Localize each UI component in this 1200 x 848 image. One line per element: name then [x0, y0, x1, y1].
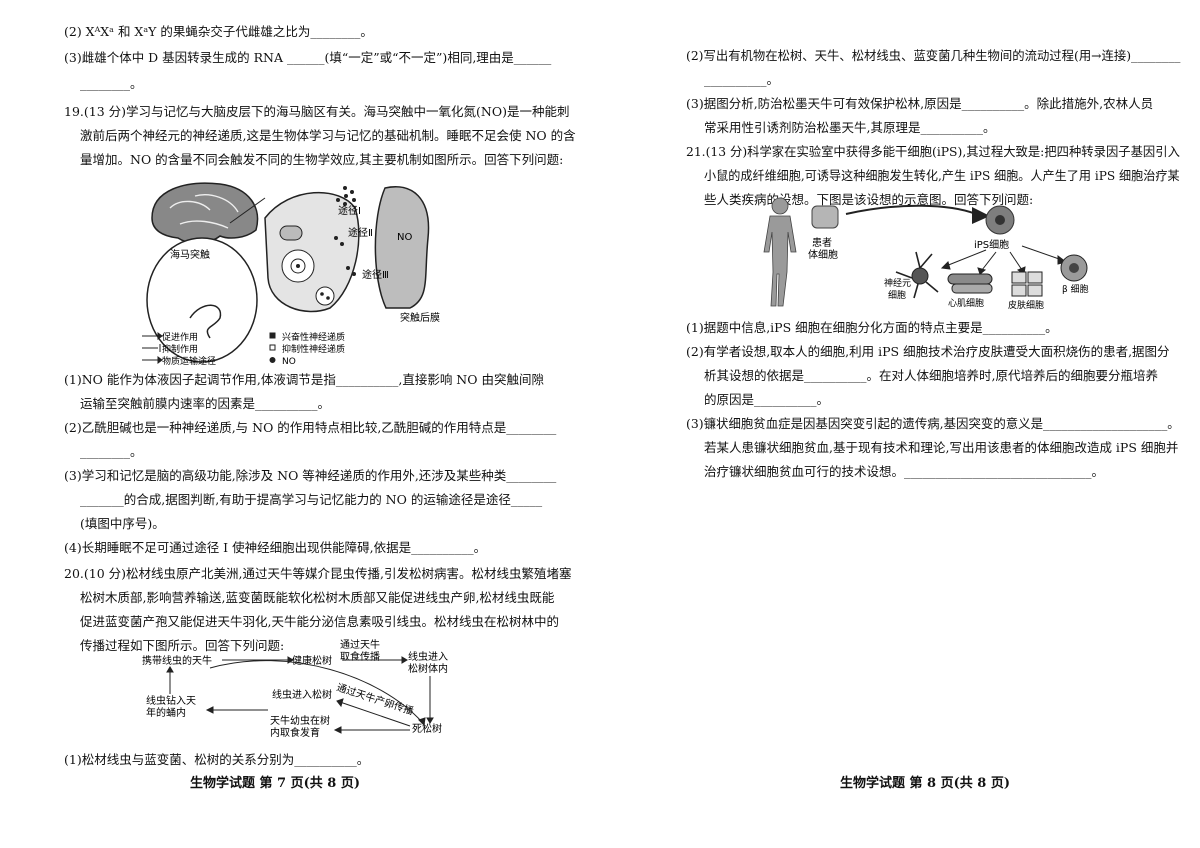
node-enter-b: 松树体内	[408, 662, 448, 675]
path3-label: 途径Ⅲ	[362, 268, 389, 281]
q21-stem: 21.(13 分)科学家在实验室中获得多能干细胞(iPS),其过程大致是:把四种…	[686, 144, 1180, 159]
footer-page7: 生物学试题 第 7 页(共 8 页)	[190, 776, 361, 791]
footer-page8: 生物学试题 第 8 页(共 8 页)	[840, 776, 1011, 791]
node-enter-pine: 线虫进入松树	[272, 688, 332, 701]
legend-inhibit: 抑制作用	[162, 343, 198, 355]
node-feeding-b: 取食传播	[340, 650, 380, 663]
cardiac-label: 心肌细胞	[948, 297, 984, 309]
q19-4: (4)长期睡眠不足可通过途径 I 使神经细胞出现供能障碍,依据是________…	[64, 540, 487, 555]
node-oviposition: 通过天牛产卵传播	[335, 680, 415, 717]
patient-cell-icon	[811, 205, 839, 229]
node-dead-pine: 死松树	[412, 722, 442, 735]
q21-2-cont: 析其设想的依据是__________。在对人体细胞培养时,原代培养后的细胞要分瓶…	[704, 368, 1158, 383]
q19-1-cont: 运输至突触前膜内速率的因素是__________。	[80, 396, 331, 411]
skin-label: 皮肤细胞	[1008, 299, 1044, 311]
legend-excitatory: 兴奋性神经递质	[282, 331, 345, 343]
q18-3: (3)雌雄个体中 D 基因转录生成的 RNA ______(填“一定”或“不一定…	[64, 50, 552, 65]
patient-label-b: 体细胞	[808, 248, 838, 261]
node-larva-a: 天牛幼虫在树	[270, 714, 330, 727]
node-pupa-b: 年的蛹内	[146, 706, 186, 719]
left-page: (2) XᴬXᵃ 和 XᵃY 的果蝇杂交子代雌雄之比为________。 (3)…	[64, 24, 576, 791]
q20-stem: 20.(10 分)松材线虫原产北美洲,通过天牛等媒介昆虫传播,引发松树病害。松材…	[64, 566, 572, 581]
node-enter-a: 线虫进入	[408, 650, 448, 663]
postsynaptic-membrane	[374, 186, 430, 309]
hippocampus-zoom-circle	[146, 237, 258, 363]
q20-stem-4: 传播过程如下图所示。回答下列问题:	[80, 638, 285, 653]
legend-promote: 促进作用	[162, 331, 198, 343]
differentiation-arrows	[940, 245, 1068, 275]
q20-stem-2: 松树木质部,影响营养输送,蓝变菌既能软化松树木质部又能促进线虫产卵,松材线虫既能	[80, 590, 555, 605]
q21-1: (1)据题中信息,iPS 细胞在细胞分化方面的特点主要是__________。	[686, 320, 1058, 335]
q20-2-cont: __________。	[704, 72, 780, 87]
q18-3-cont: ________。	[80, 76, 143, 91]
q18-2: (2) XᴬXᵃ 和 XᵃY 的果蝇杂交子代雌雄之比为________。	[64, 24, 373, 39]
q19-stem: 19.(13 分)学习与记忆与大脑皮层下的海马脑区有关。海马突触中一氧化氮(NO…	[64, 104, 570, 119]
q19-3: (3)学习和记忆是脑的高级功能,除涉及 NO 等神经递质的作用外,还涉及某些种类…	[64, 468, 557, 483]
path1-label: 途径Ⅰ	[338, 204, 361, 217]
q21-2: (2)有学者设想,取本人的细胞,利用 iPS 细胞技术治疗皮肤遭受大面积烧伤的患…	[686, 344, 1170, 359]
neuron-label-b: 细胞	[888, 289, 906, 301]
q21-3-cont2: 治疗镰状细胞贫血可行的技术设想。________________________…	[704, 464, 1105, 479]
fig19-synapse-diagram: 海马突触 途径Ⅰ 途径Ⅱ 途径Ⅲ NO 突触后膜 促进作用 抑制作用 物质运输途…	[142, 182, 440, 367]
brain-sketch	[151, 182, 259, 244]
q19-stem-3: 量增加。NO 的含量不同会触发不同的生物学效应,其主要机制如图所示。回答下列问题…	[80, 152, 564, 167]
fig21-ips-diagram: 患者 体细胞 iPS细胞 神经元 细胞 心肌细胞 皮肤细胞 β	[763, 197, 1089, 311]
node-beetle-carrier: 携带线虫的天牛	[142, 654, 212, 667]
node-pupa-a: 线虫钻入天	[146, 694, 196, 707]
q20-3-cont: 常采用性引诱剂防治松墨天牛,其原理是__________。	[704, 120, 996, 135]
q20-stem-3: 促进蓝变菌产孢又能促进天牛羽化,天牛能分泌信息素吸引线虫。松材线虫在松树林中的	[80, 614, 559, 629]
ips-label: iPS细胞	[974, 238, 1009, 251]
legend-transport: 物质运输途径	[162, 355, 216, 367]
q19-stem-2: 激前后两个神经元的神经递质,这是生物体学习与记忆的基础机制。睡眠不足会使 NO …	[80, 128, 576, 143]
legend-no: NO	[282, 357, 296, 367]
right-page: (2)写出有机物在松树、天牛、松材线虫、蓝变菌几种生物间的流动过程(用→连接)_…	[600, 0, 1200, 848]
q20-1: (1)松材线虫与蓝变菌、松树的关系分别为__________。	[64, 752, 370, 767]
q19-1: (1)NO 能作为体液因子起调节作用,体液调节是指__________,直接影响…	[64, 372, 544, 387]
presynaptic-terminal	[264, 186, 360, 313]
beta-label: β 细胞	[1062, 283, 1089, 295]
human-figure-icon	[763, 197, 797, 307]
neuron-icon	[895, 251, 939, 299]
arrow-to-ips	[845, 204, 977, 215]
patient-label-a: 患者	[812, 237, 832, 249]
q20-2: (2)写出有机物在松树、天牛、松材线虫、蓝变菌几种生物间的流动过程(用→连接)_…	[686, 48, 1181, 63]
q19-2: (2)乙酰胆碱也是一种神经递质,与 NO 的作用特点相比较,乙酰胆碱的作用特点是…	[64, 420, 557, 435]
node-larva-b: 内取食发育	[270, 726, 320, 739]
no-label: NO	[397, 232, 412, 243]
q21-stem-2: 小鼠的成纤维细胞,可诱导这种细胞发生转化,产生 iPS 细胞。人产生了用 iPS…	[704, 168, 1180, 183]
path2-label: 途径Ⅱ	[348, 226, 373, 239]
q21-3: (3)镰状细胞贫血症是因基因突变引起的遗传病,基因突变的意义是_________…	[686, 416, 1180, 431]
postsyn-label: 突触后膜	[400, 311, 440, 324]
hippocampus-label: 海马突触	[170, 248, 210, 261]
fig20-arrows	[166, 656, 434, 734]
q19-3-cont: _______的合成,据图判断,有助于提高学习与记忆能力的 NO 的运输途径是途…	[80, 492, 543, 507]
cardiac-cell-icon	[947, 273, 993, 294]
fig20-transmission-diagram: 携带线虫的天牛 健康松树 通过天牛 取食传播 线虫进入 松树体内 线虫钻入天 年…	[142, 638, 448, 739]
q21-3-cont: 若某人患镰状细胞贫血,基于现有技术和理论,写出用该患者的体细胞改造成 iPS 细…	[704, 440, 1179, 455]
node-feeding-a: 通过天牛	[340, 638, 380, 651]
fig19-legend: 促进作用 抑制作用 物质运输途径 兴奋性神经递质 抑制性神经递质 NO	[162, 331, 345, 367]
skin-cell-icon	[1011, 271, 1043, 297]
q19-2-cont: ________。	[80, 444, 143, 459]
q20-3: (3)据图分析,防治松墨天牛可有效保护松林,原因是__________。除此措施…	[686, 96, 1154, 111]
neuron-label-a: 神经元	[884, 277, 911, 289]
q21-2-cont2: 的原因是__________。	[704, 392, 830, 407]
q19-3-cont2: (填图中序号)。	[80, 516, 165, 531]
legend-inhibitory: 抑制性神经递质	[282, 343, 345, 355]
